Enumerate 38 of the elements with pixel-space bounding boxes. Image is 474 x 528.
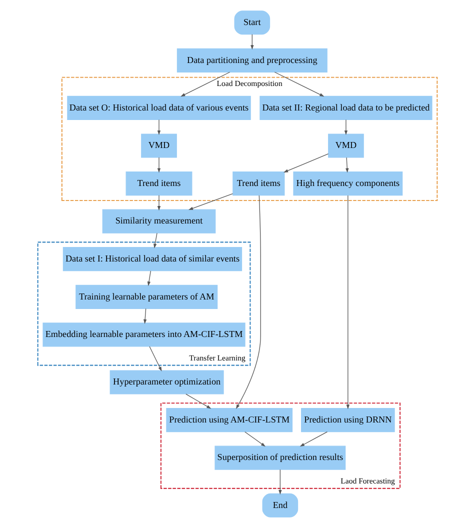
node-box: End xyxy=(262,493,298,518)
node-box: Hyperparameter optimization xyxy=(109,370,224,394)
node-box: Data set O: Historical load data of various events xyxy=(66,96,250,120)
node-box: Start xyxy=(234,10,270,35)
arrow xyxy=(180,72,230,97)
arrow xyxy=(188,193,233,210)
arrow xyxy=(274,72,324,97)
node-box: Data set I: Historical load data of similar events xyxy=(62,247,242,272)
arrow xyxy=(235,195,260,410)
arrow xyxy=(299,432,328,447)
node-box: Prediction using DRNN xyxy=(300,408,394,432)
node-box: Trend items xyxy=(232,172,284,196)
arrow xyxy=(153,232,157,248)
arrow xyxy=(244,432,266,447)
arrow xyxy=(344,119,348,135)
node-box: Embedding learnable parameters into AM-CIF-LSTM xyxy=(42,322,245,347)
arrow xyxy=(185,394,211,409)
arrow xyxy=(345,157,348,173)
node-box: Data partitioning and preprocessing xyxy=(176,48,327,72)
arrow xyxy=(250,34,254,50)
arrow xyxy=(148,346,162,372)
arrow xyxy=(156,119,160,135)
arrow xyxy=(156,195,160,211)
arrow xyxy=(142,308,146,324)
node-box: VMD xyxy=(328,134,364,158)
node-box: Similarity measurement xyxy=(102,209,216,234)
node-box: Training learnable parameters of AM xyxy=(75,284,218,309)
node-box: Trend items xyxy=(125,172,192,196)
arrow xyxy=(156,157,160,173)
node-box: VMD xyxy=(140,134,176,158)
arrow xyxy=(283,153,328,172)
node-box: Data set II: Regional load data to be predicted xyxy=(259,96,432,120)
node-box: Prediction using AM-CIF-LSTM xyxy=(166,408,292,432)
arrow xyxy=(146,270,151,286)
node-box: Superposition of prediction results xyxy=(214,446,346,470)
arrow xyxy=(346,195,350,410)
arrow xyxy=(278,469,282,495)
node-box: High frequency components xyxy=(292,172,402,196)
